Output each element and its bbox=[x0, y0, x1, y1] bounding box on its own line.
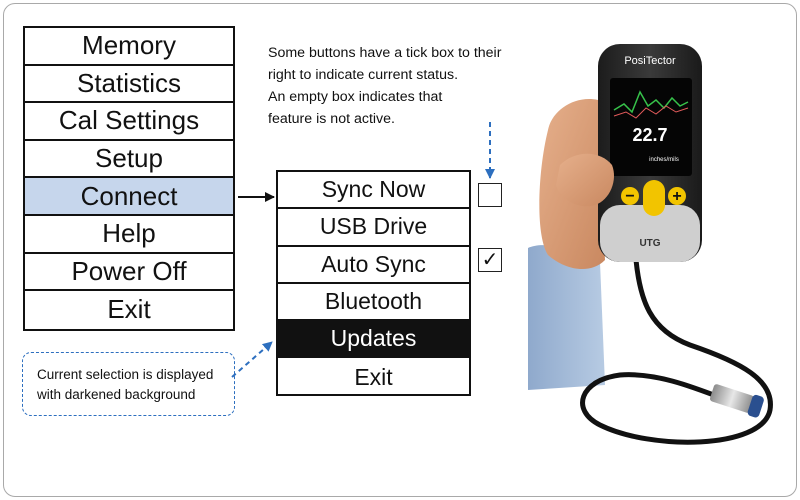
submenu-item-bluetooth[interactable]: Bluetooth bbox=[278, 284, 469, 322]
device-illustration: − + bbox=[528, 44, 773, 445]
probe bbox=[709, 384, 764, 418]
tick-box-note: Some buttons have a tick box to their ri… bbox=[268, 42, 538, 130]
connect-submenu: Sync Now USB Drive Auto Sync Bluetooth U… bbox=[276, 170, 471, 396]
gauge-screen bbox=[610, 78, 692, 176]
main-menu-item-memory[interactable]: Memory bbox=[25, 28, 233, 66]
selection-note: Current selection is displayed with dark… bbox=[22, 352, 235, 416]
main-menu-item-help[interactable]: Help bbox=[25, 216, 233, 254]
main-menu-item-setup[interactable]: Setup bbox=[25, 141, 233, 179]
submenu-item-updates[interactable]: Updates bbox=[278, 321, 469, 359]
device-unit: inches/mils bbox=[649, 157, 679, 163]
tick-box-note-line: feature is not active. bbox=[268, 111, 395, 127]
selection-note-line: Current selection is displayed bbox=[37, 367, 214, 382]
device-brand: PosiTector bbox=[624, 55, 676, 67]
gauge-base bbox=[600, 205, 700, 262]
thumb bbox=[556, 153, 615, 207]
tick-box-note-line: Some buttons have a tick box to their bbox=[268, 45, 502, 61]
shirt-sleeve bbox=[528, 245, 605, 390]
minus-button[interactable] bbox=[621, 187, 639, 205]
device-reading: 22.7 bbox=[632, 125, 667, 145]
main-menu-item-exit[interactable]: Exit bbox=[107, 294, 151, 325]
submenu-item-usb-drive[interactable]: USB Drive bbox=[278, 209, 469, 247]
main-menu-item-power-off[interactable]: Power Off bbox=[25, 254, 233, 292]
sync-now-tick-box[interactable] bbox=[478, 183, 502, 207]
menu-button[interactable] bbox=[643, 180, 665, 216]
main-menu-item-connect[interactable]: Connect bbox=[25, 178, 233, 216]
selection-arrow bbox=[231, 341, 273, 378]
submenu-item-sync-now[interactable]: Sync Now bbox=[278, 172, 469, 210]
selection-note-line: with darkened background bbox=[37, 387, 196, 402]
main-menu: Memory Statistics Cal Settings Setup Con… bbox=[23, 26, 235, 331]
tick-box-note-line: right to indicate current status. bbox=[268, 67, 459, 83]
auto-sync-tick-box[interactable]: ✓ bbox=[478, 248, 502, 272]
plus-button[interactable] bbox=[668, 187, 686, 205]
submenu-item-exit[interactable]: Exit bbox=[354, 363, 393, 390]
main-menu-item-statistics[interactable]: Statistics bbox=[25, 66, 233, 104]
main-menu-item-cal-settings[interactable]: Cal Settings bbox=[25, 103, 233, 141]
device-model: UTG bbox=[639, 238, 660, 249]
probe-cable bbox=[580, 259, 773, 445]
plus-glyph: + bbox=[672, 188, 681, 205]
submenu-item-auto-sync[interactable]: Auto Sync bbox=[278, 247, 469, 284]
minus-glyph: − bbox=[625, 188, 634, 205]
tick-box-note-line: An empty box indicates that bbox=[268, 89, 443, 105]
